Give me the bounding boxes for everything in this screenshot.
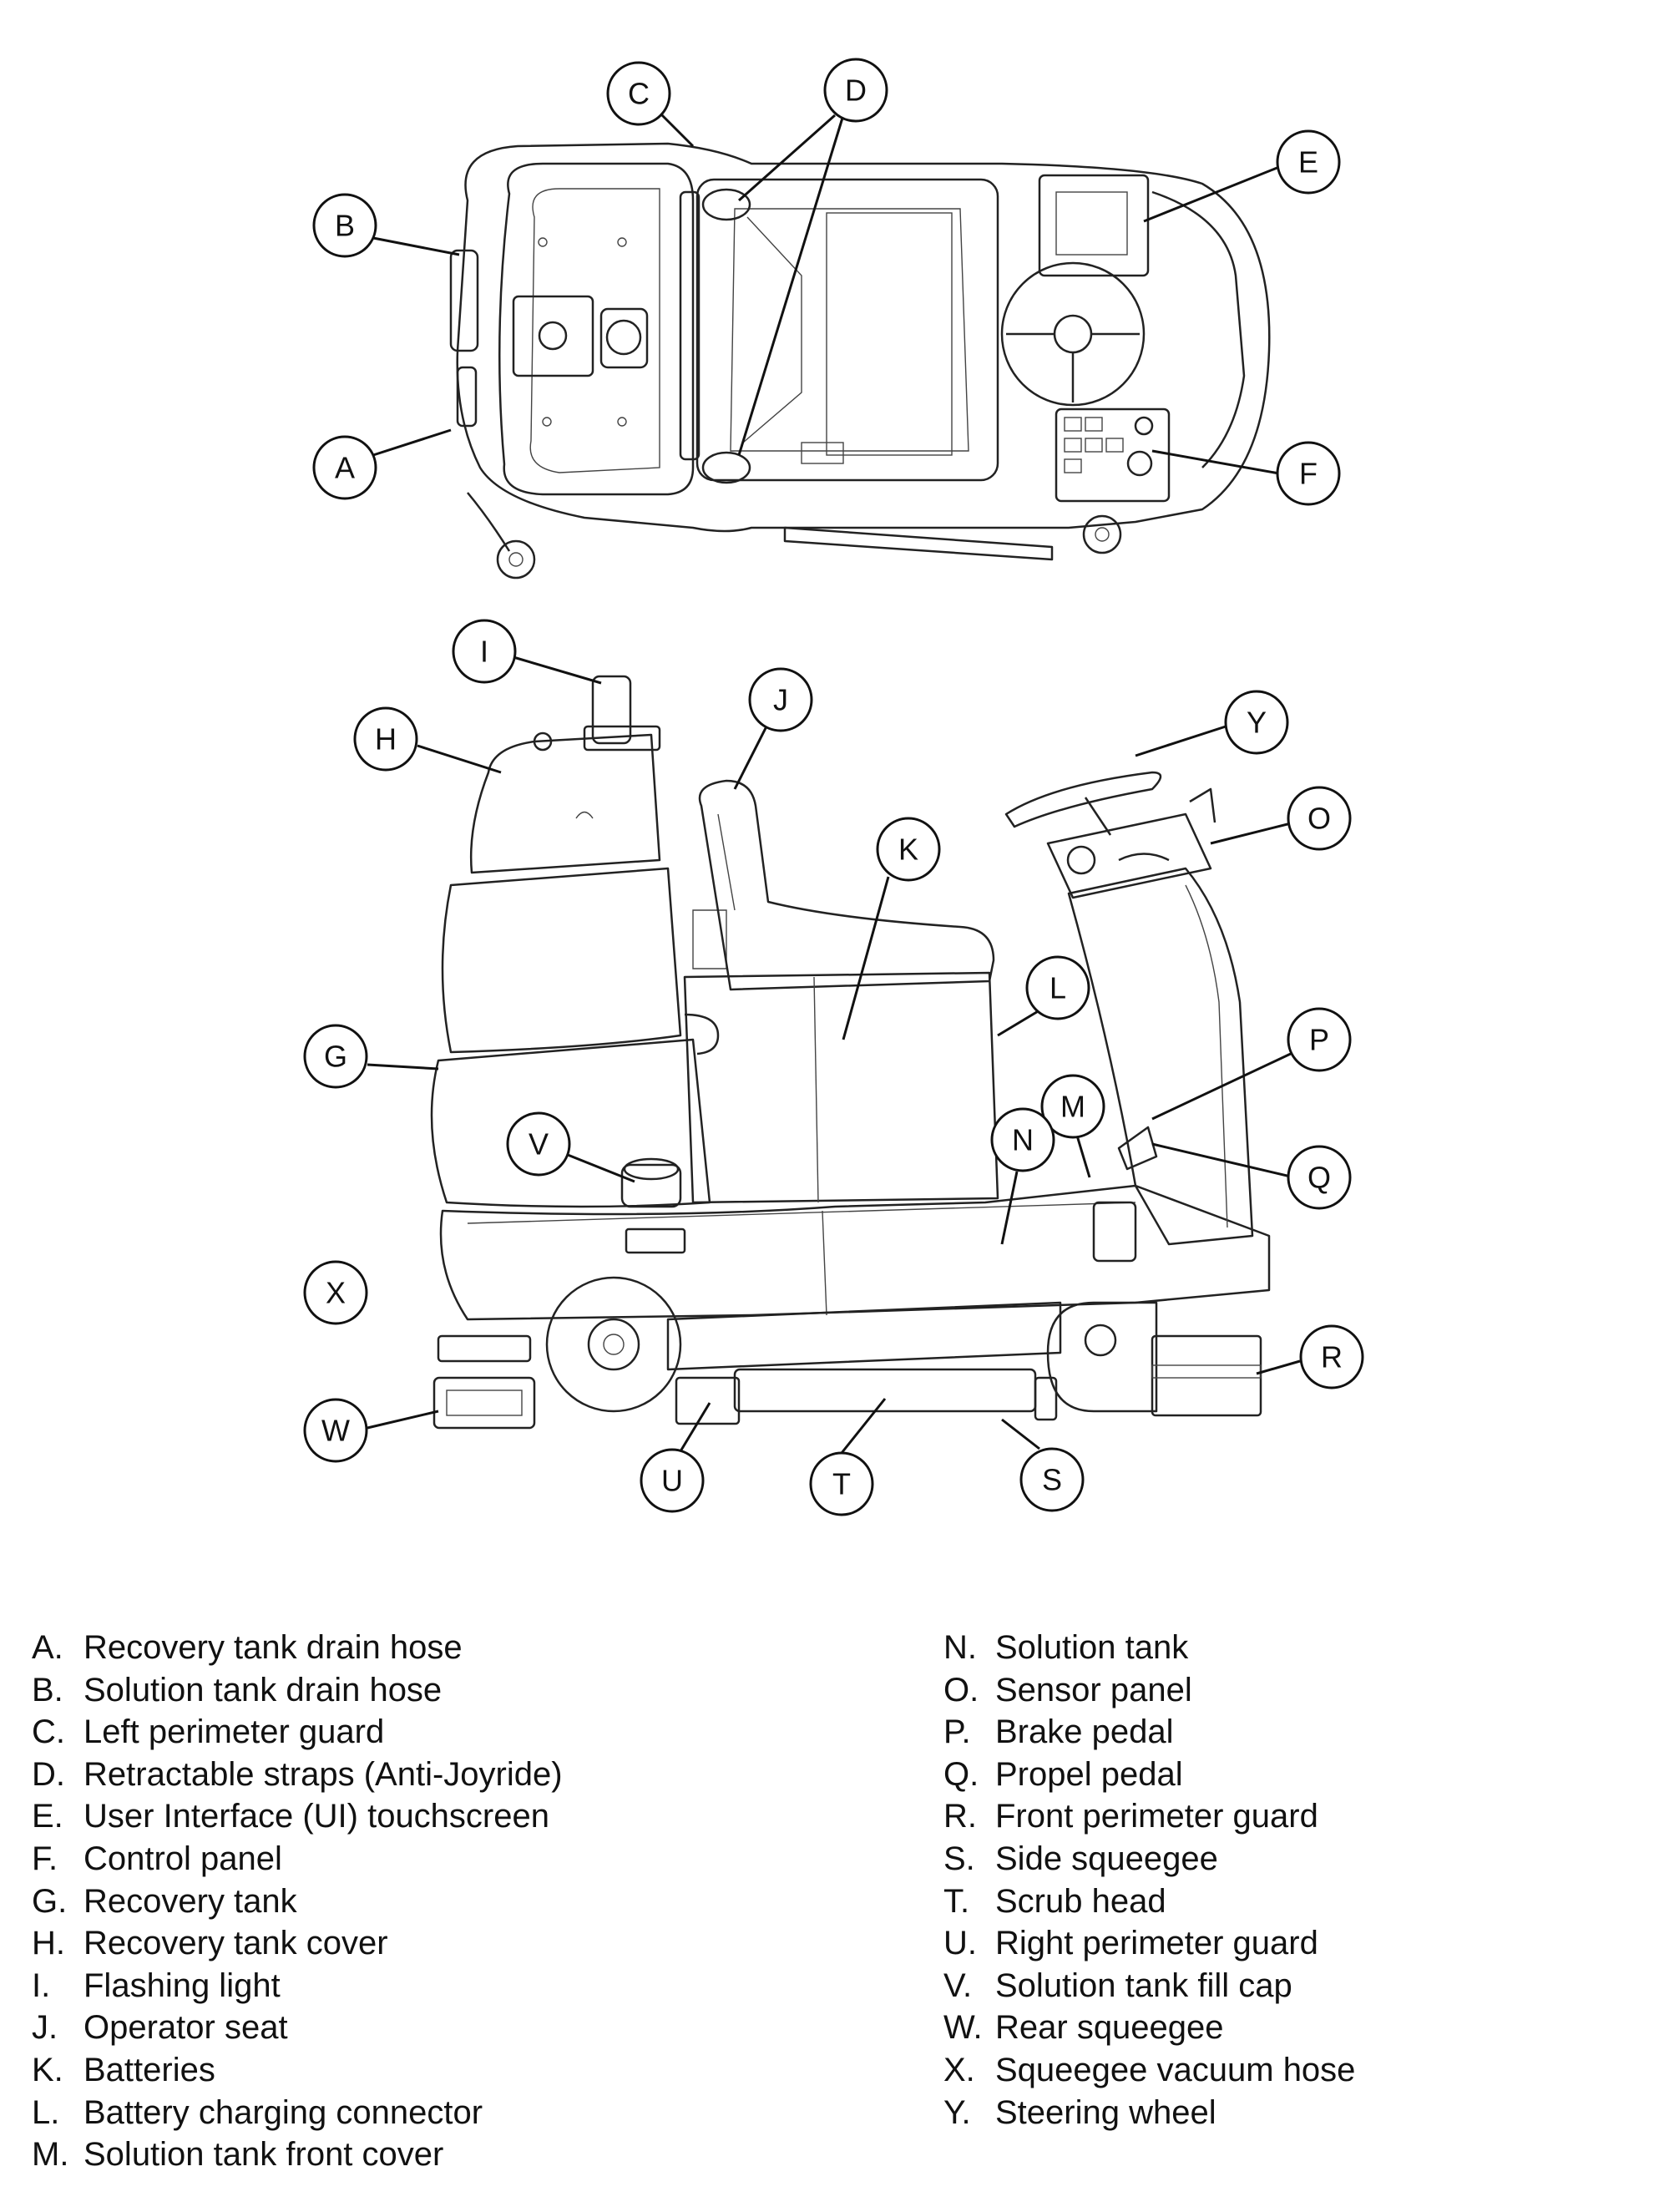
svg-text:I: I	[480, 635, 488, 669]
legend-item: V.Solution tank fill cap	[943, 1967, 1292, 2004]
legend-item: G.Recovery tank	[32, 1882, 297, 1920]
svg-text:C: C	[628, 77, 650, 111]
callout-p: P	[1287, 1007, 1352, 1072]
svg-text:A: A	[335, 451, 355, 485]
svg-text:F: F	[1299, 457, 1318, 491]
callout-x: X	[303, 1260, 368, 1325]
legend-item: Y.Steering wheel	[943, 2093, 1216, 2131]
callout-k: K	[876, 817, 941, 882]
callout-d: D	[823, 58, 888, 123]
leader-lines	[367, 111, 1301, 1454]
callout-t: T	[809, 1451, 874, 1516]
legend-right-column: N.Solution tank O.Sensor panel P.Brake p…	[943, 1627, 1355, 2134]
legend-item: I.Flashing light	[32, 1967, 281, 2004]
callout-u: U	[640, 1448, 705, 1513]
callout-o: O	[1287, 786, 1352, 851]
callout-y: Y	[1224, 690, 1289, 755]
svg-text:T: T	[832, 1467, 851, 1501]
svg-text:W: W	[321, 1414, 350, 1448]
svg-text:R: R	[1321, 1340, 1343, 1374]
legend-item: L.Battery charging connector	[32, 2093, 483, 2131]
legend-item: N.Solution tank	[943, 1629, 1189, 1666]
svg-text:E: E	[1298, 145, 1318, 180]
callout-h: H	[353, 706, 418, 772]
legend-item: W.Rear squeegee	[943, 2009, 1224, 2047]
legend-item: M.Solution tank front cover	[32, 2136, 444, 2174]
svg-text:U: U	[661, 1464, 683, 1498]
legend-item: D.Retractable straps (Anti-Joyride)	[32, 1755, 563, 1793]
legend-item: U.Right perimeter guard	[943, 1925, 1318, 1962]
svg-text:Y: Y	[1247, 706, 1267, 740]
callout-e: E	[1276, 129, 1341, 195]
callout-s: S	[1019, 1447, 1085, 1512]
svg-text:S: S	[1042, 1463, 1062, 1497]
callout-r: R	[1299, 1324, 1364, 1389]
svg-text:K: K	[898, 833, 918, 867]
legend-item: A.Recovery tank drain hose	[32, 1629, 463, 1666]
callout-i: I	[452, 619, 517, 684]
callout-c: C	[606, 61, 671, 126]
callout-q: Q	[1287, 1145, 1352, 1210]
legend-item: T.Scrub head	[943, 1882, 1166, 1920]
callout-a: A	[312, 435, 377, 500]
svg-text:Q: Q	[1307, 1161, 1331, 1195]
legend-item: F.Control panel	[32, 1840, 282, 1877]
legend-item: J.Operator seat	[32, 2009, 288, 2047]
callout-w: W	[303, 1398, 368, 1463]
legend-item: Q.Propel pedal	[943, 1755, 1183, 1793]
legend-left-column: A.Recovery tank drain hose B.Solution ta…	[32, 1627, 563, 2176]
svg-text:H: H	[375, 722, 397, 757]
svg-text:D: D	[845, 73, 867, 108]
callout-v: V	[506, 1111, 571, 1177]
legend-item: R.Front perimeter guard	[943, 1798, 1318, 1835]
svg-text:P: P	[1309, 1023, 1329, 1057]
legend-item: C.Left perimeter guard	[32, 1713, 385, 1751]
svg-text:O: O	[1307, 802, 1331, 836]
callout-f: F	[1276, 441, 1341, 506]
svg-text:M: M	[1060, 1090, 1085, 1124]
svg-text:N: N	[1012, 1123, 1034, 1157]
top-view-drawing	[449, 142, 1271, 580]
callout-g: G	[303, 1024, 368, 1089]
callout-m: M	[1040, 1074, 1105, 1139]
side-view-drawing	[430, 675, 1271, 1430]
legend-item: B.Solution tank drain hose	[32, 1671, 443, 1708]
callout-b: B	[312, 193, 377, 258]
legend-item: S.Side squeegee	[943, 1840, 1218, 1877]
legend-item: H.Recovery tank cover	[32, 1925, 388, 1962]
svg-text:J: J	[773, 683, 788, 717]
svg-text:G: G	[324, 1040, 347, 1074]
callout-n: N	[990, 1107, 1055, 1172]
legend-item: K.Batteries	[32, 2051, 215, 2088]
machine-diagram: A B C D E F G H I J K L M N O P Q R S T …	[303, 58, 1364, 1516]
legend-item: O.Sensor panel	[943, 1671, 1192, 1708]
legend-item: X.Squeegee vacuum hose	[943, 2051, 1356, 2088]
legend-item: E.User Interface (UI) touchscreen	[32, 1798, 549, 1835]
legend-item: P.Brake pedal	[943, 1713, 1174, 1751]
svg-text:V: V	[529, 1127, 549, 1162]
callout-j: J	[748, 667, 813, 732]
callout-l: L	[1025, 955, 1090, 1020]
svg-text:X: X	[326, 1276, 346, 1310]
svg-text:B: B	[335, 209, 355, 243]
svg-text:L: L	[1050, 971, 1066, 1005]
